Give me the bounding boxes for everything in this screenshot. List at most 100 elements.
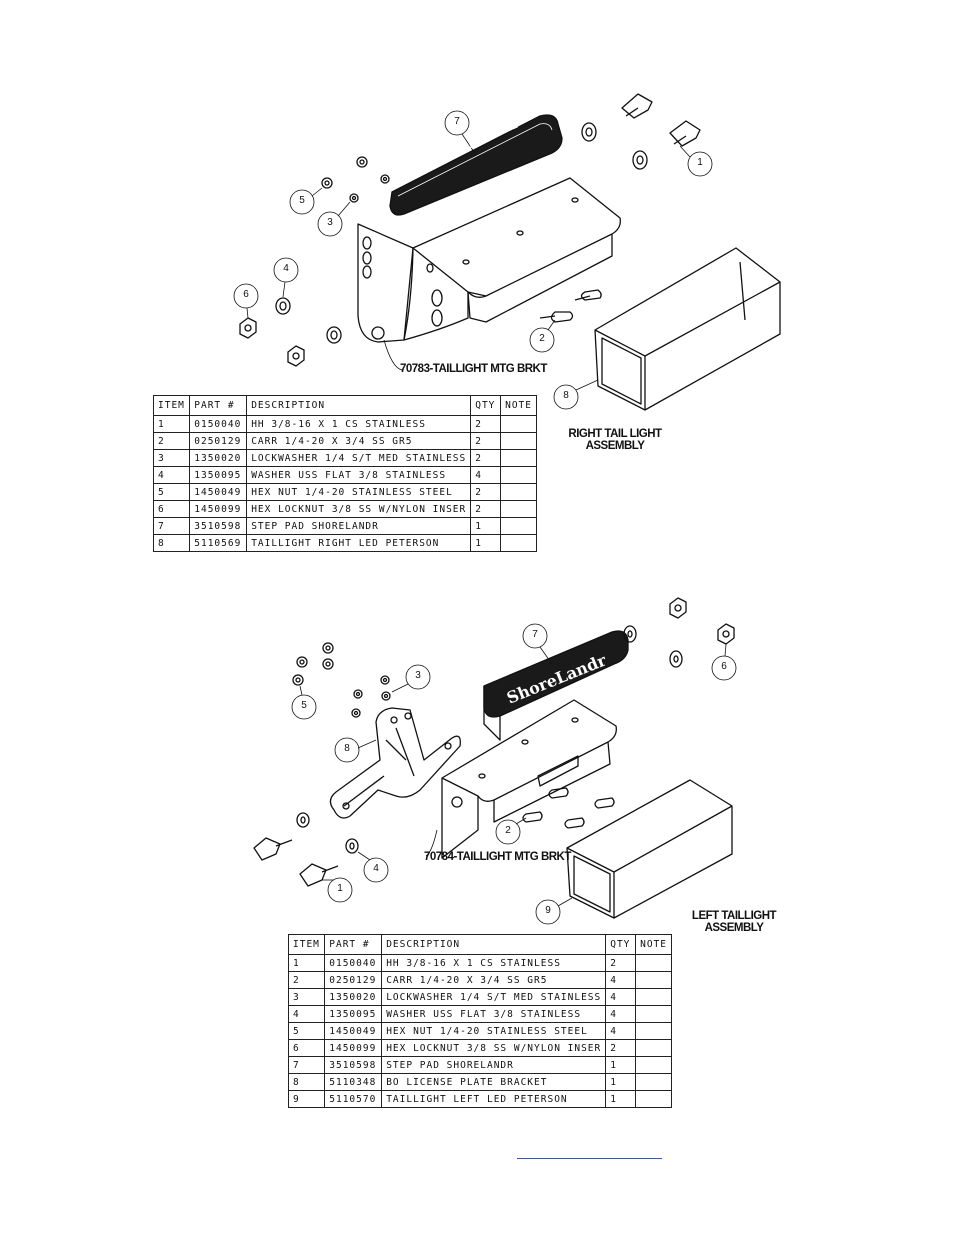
cell-qty: 1 [605,1090,637,1108]
cell-item: 3 [152,449,191,467]
cell-item: 8 [287,1073,326,1091]
cell-part-number: 0250129 [324,971,383,989]
cell-item: 1 [287,954,326,972]
callout-1-1: 1 [697,157,703,168]
cell-description: CARR 1/4-20 X 3/4 SS GR5 [246,432,472,450]
taillight-box-1 [594,247,781,411]
assembly-label-1-line1: RIGHT TAIL LIGHT [568,428,662,440]
callout-2-6: 6 [721,661,727,672]
cell-description: LOCKWASHER 1/4 S/T MED STAINLESS [381,988,607,1006]
cell-part-number: 1350095 [324,1005,383,1023]
cell-description: HEX NUT 1/4-20 STAINLESS STEEL [246,483,472,501]
taillight-box-2 [566,779,733,919]
callout-2-2: 2 [505,825,511,836]
col-qty: QTY [605,934,637,955]
col-description: DESCRIPTION [246,395,472,416]
cell-qty: 4 [605,971,637,989]
callout-1-2: 2 [539,333,545,344]
cell-part-number: 5110569 [189,534,248,552]
cell-note [500,449,537,467]
cell-qty: 1 [605,1073,637,1091]
cell-qty: 4 [605,1005,637,1023]
cell-qty: 4 [470,466,502,484]
cell-qty: 1 [605,1056,637,1074]
hyperlink-underline[interactable] [517,1158,662,1159]
callout-1-7: 7 [454,116,460,127]
cell-note [635,1090,672,1108]
callout-1-3: 3 [327,217,333,228]
callout-2-5: 5 [301,700,307,711]
cell-item: 2 [287,971,326,989]
cell-qty: 2 [470,432,502,450]
col-part: PART # [189,395,248,416]
cell-note [635,954,672,972]
cell-description: WASHER USS FLAT 3/8 STAINLESS [381,1005,607,1023]
cell-note [635,1005,672,1023]
cell-item: 4 [287,1005,326,1023]
cell-part-number: 1450099 [189,500,248,518]
callout-2-8: 8 [344,743,350,754]
cell-description: CARR 1/4-20 X 3/4 SS GR5 [381,971,607,989]
callout-2-7: 7 [532,629,538,640]
cell-description: LOCKWASHER 1/4 S/T MED STAINLESS [246,449,472,467]
hardware-1 [239,156,390,367]
cell-note [500,466,537,484]
cell-part-number: 0250129 [189,432,248,450]
col-item: ITEM [152,395,191,416]
callout-1-5: 5 [299,195,305,206]
cell-item: 8 [152,534,191,552]
cell-description: TAILLIGHT RIGHT LED PETERSON [246,534,472,552]
license-bracket [329,707,461,819]
cell-note [635,988,672,1006]
cell-qty: 4 [605,1022,637,1040]
cell-item: 6 [287,1039,326,1057]
cell-item: 9 [287,1090,326,1108]
cell-part-number: 5110348 [324,1073,383,1091]
cell-description: STEP PAD SHORELANDR [381,1056,607,1074]
cell-note [500,415,537,433]
cell-item: 6 [152,500,191,518]
table-header-row: ITEM PART # DESCRIPTION QTY NOTE [287,934,672,955]
col-item: ITEM [287,934,326,955]
bracket-2 [441,699,617,859]
cell-part-number: 0150040 [189,415,248,433]
callout-1-8: 8 [563,390,569,401]
cell-note [500,534,537,552]
callout-2-9: 9 [545,905,551,916]
cell-description: HEX LOCKNUT 3/8 SS W/NYLON INSER [246,500,472,518]
assembly-label-2-line1: LEFT TAILLIGHT [691,910,777,922]
cell-part-number: 0150040 [324,954,383,972]
cell-description: WASHER USS FLAT 3/8 STAINLESS [246,466,472,484]
callout-1-6: 6 [243,289,249,300]
step-pad-1 [389,114,563,216]
cell-note [635,1039,672,1057]
cell-qty: 2 [470,449,502,467]
cell-note [500,517,537,535]
cell-description: TAILLIGHT LEFT LED PETERSON [381,1090,607,1108]
col-part: PART # [324,934,383,955]
cell-item: 5 [287,1022,326,1040]
cell-qty: 1 [470,534,502,552]
cell-qty: 2 [470,483,502,501]
cell-description: STEP PAD SHORELANDR [246,517,472,535]
callout-2-3: 3 [415,670,421,681]
cell-item: 1 [152,415,191,433]
cell-note [635,1056,672,1074]
cell-qty: 4 [605,988,637,1006]
cell-qty: 2 [470,500,502,518]
cell-description: HEX LOCKNUT 3/8 SS W/NYLON INSER [381,1039,607,1057]
cell-note [635,971,672,989]
cell-note [635,1022,672,1040]
